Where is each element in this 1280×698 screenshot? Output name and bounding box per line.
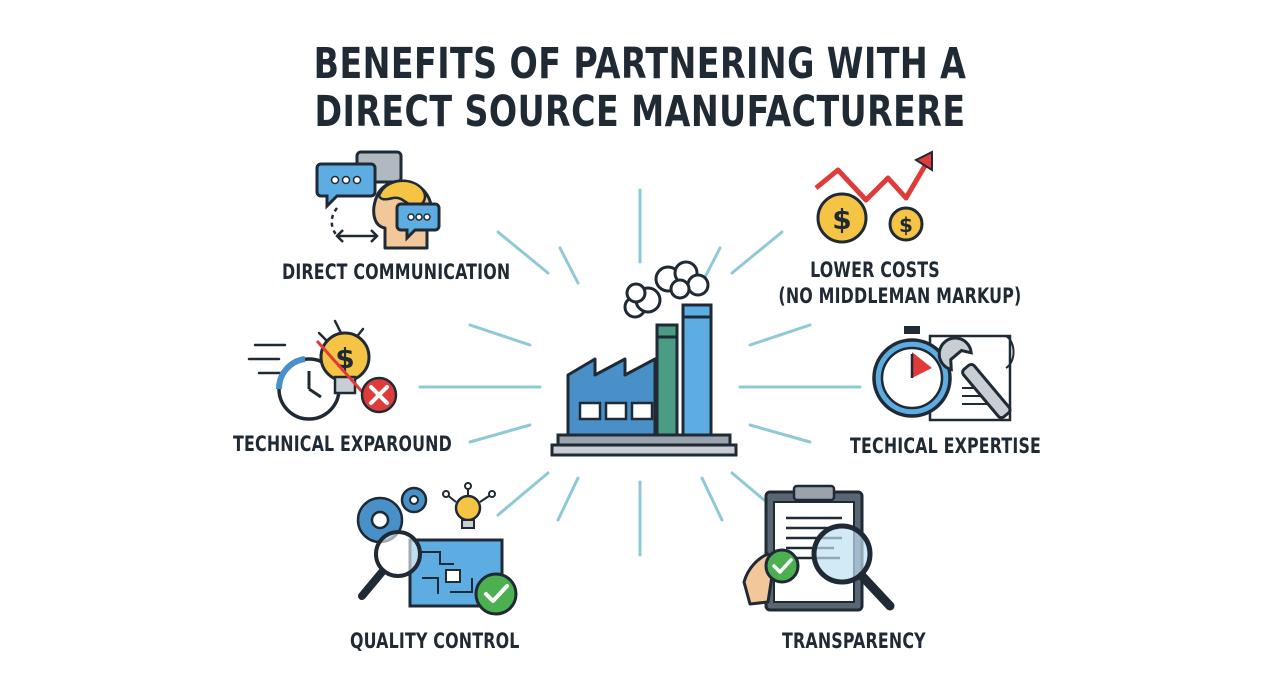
clipboard-magnifier-icon bbox=[742, 484, 895, 612]
clock-lightbulb-dollar-icon: $ bbox=[247, 319, 398, 421]
page-title: BENEFITS OF PARTNERING WITH A DIRECT SOU… bbox=[90, 40, 1191, 136]
title-line-2: DIRECT SOURCE MANUFACTURERE bbox=[314, 87, 966, 137]
direct-communication-label: DIRECT COMMUNICATION bbox=[282, 260, 511, 284]
lower-costs-sublabel: (NO MIDDLEMAN MARKUP) bbox=[778, 284, 1022, 308]
chat-head-icon bbox=[315, 150, 441, 250]
svg-text:$: $ bbox=[335, 342, 354, 375]
quality-control-label: QUALITY CONTROL bbox=[350, 629, 520, 653]
factory-icon bbox=[550, 260, 738, 457]
lower-costs-label: LOWER COSTS bbox=[810, 258, 940, 282]
svg-text:$: $ bbox=[899, 213, 913, 237]
svg-text:$: $ bbox=[832, 203, 851, 236]
stopwatch-wrench-icon bbox=[872, 326, 1015, 422]
technical-exparound-label: TECHNICAL EXPAROUND bbox=[233, 432, 452, 456]
dollar-trend-arrow-icon: $ $ bbox=[814, 150, 933, 244]
title-line-1: BENEFITS OF PARTNERING WITH A bbox=[313, 39, 967, 89]
technical-expertise-label: TECHICAL EXPERTISE bbox=[850, 434, 1042, 458]
gear-magnifier-check-icon bbox=[356, 482, 518, 616]
transparency-label: TRANSPARENCY bbox=[782, 629, 926, 653]
